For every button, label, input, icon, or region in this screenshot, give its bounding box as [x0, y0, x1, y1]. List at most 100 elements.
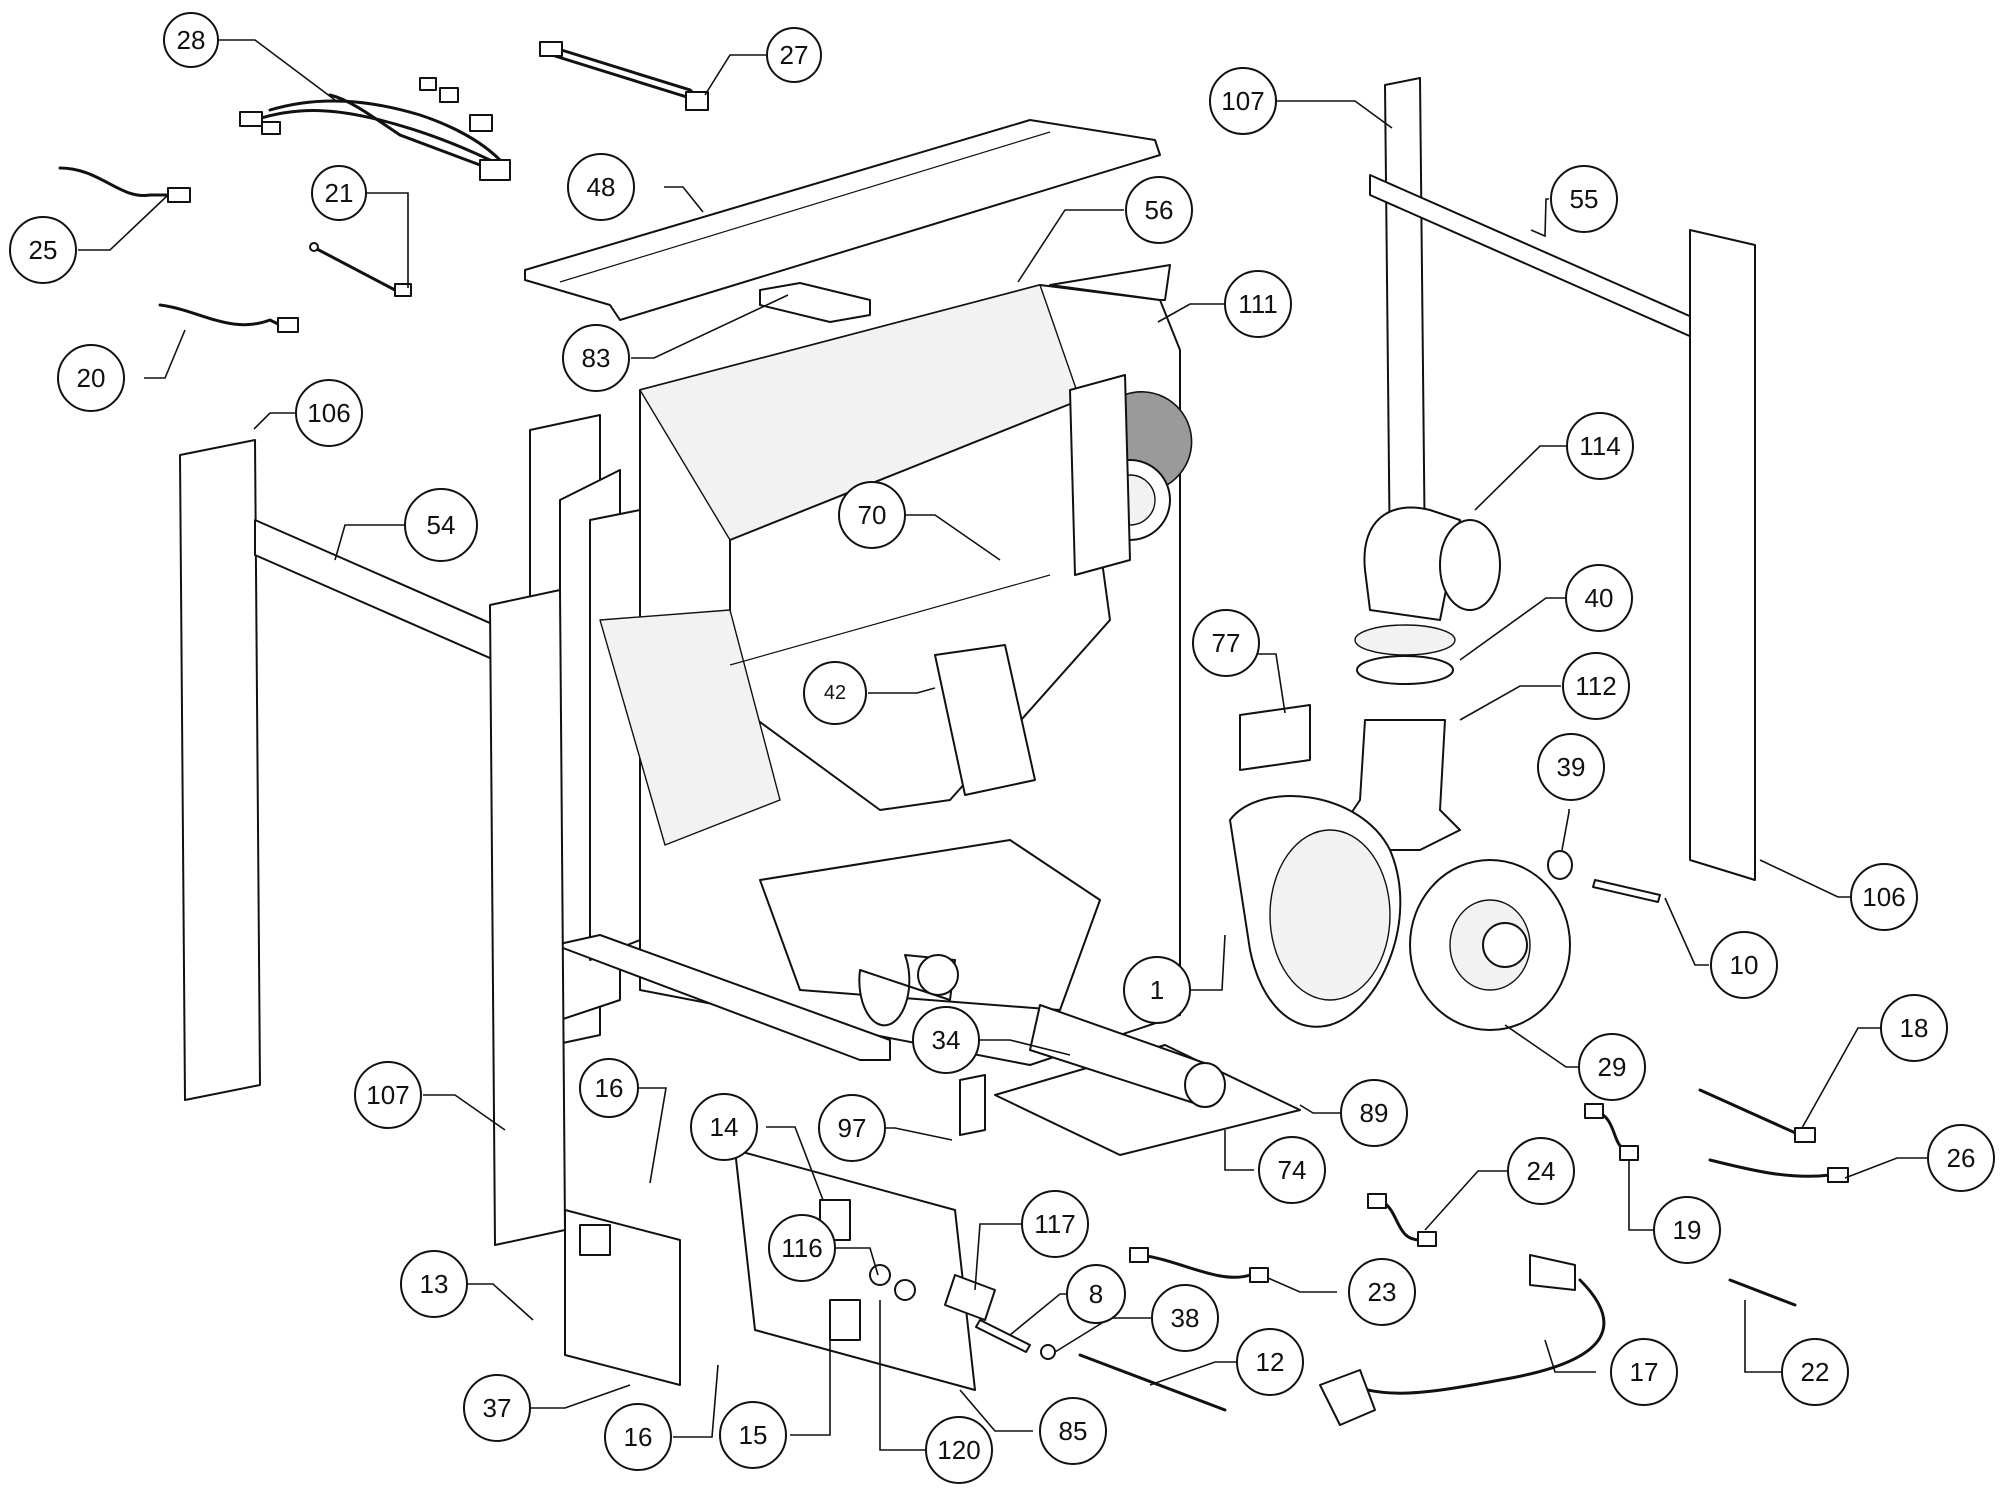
leader-20	[144, 329, 186, 379]
leader-38	[1054, 1317, 1157, 1353]
callout-83: 83	[562, 324, 630, 392]
callout-label: 120	[937, 1435, 980, 1465]
leader-12	[1149, 1361, 1239, 1386]
sensor-25	[58, 166, 191, 203]
callout-label: 34	[932, 1025, 961, 1055]
callout-12: 12	[1236, 1328, 1304, 1396]
leader-117	[974, 1223, 1022, 1291]
callout-77: 77	[1192, 609, 1260, 677]
leader-18	[1801, 1027, 1881, 1129]
callout-10: 10	[1710, 931, 1778, 999]
bracket-83	[759, 282, 871, 323]
callout-label: 13	[420, 1269, 449, 1299]
callout-label: 28	[177, 25, 206, 55]
callout-label: 107	[1221, 86, 1264, 116]
callout-97: 97	[818, 1094, 886, 1162]
callout-label: 112	[1575, 671, 1616, 701]
callout-19: 19	[1653, 1196, 1721, 1264]
callout-label: 74	[1278, 1155, 1307, 1185]
leader-14	[766, 1126, 824, 1201]
callout-25: 25	[9, 216, 77, 284]
callout-42: 42	[803, 661, 867, 725]
callout-label: 54	[427, 510, 456, 540]
callout-label: 23	[1368, 1277, 1397, 1307]
leader-8	[1009, 1293, 1076, 1336]
callout-17: 17	[1610, 1338, 1678, 1406]
callout-116: 116	[768, 1214, 836, 1282]
callout-48: 48	[567, 153, 635, 221]
wire-27	[539, 41, 709, 111]
ignition-module-42	[934, 644, 1036, 796]
leader-23	[1267, 1277, 1337, 1293]
leader-28	[218, 39, 336, 101]
nut-38	[1040, 1344, 1056, 1360]
callout-38: 38	[1151, 1284, 1219, 1352]
callout-114: 114	[1566, 412, 1634, 480]
callout-label: 106	[1862, 882, 1905, 912]
callout-label: 55	[1570, 184, 1599, 214]
callout-label: 15	[739, 1420, 768, 1450]
bracket-34	[959, 1074, 986, 1136]
leader-89	[1299, 1104, 1341, 1114]
leader-37	[530, 1384, 631, 1409]
callout-107-top: 107	[1209, 67, 1277, 135]
callout-label: 10	[1730, 950, 1759, 980]
leader-55	[1530, 198, 1549, 238]
callout-37: 37	[463, 1374, 531, 1442]
callout-label: 21	[325, 178, 354, 208]
callout-14: 14	[690, 1093, 758, 1161]
leader-17	[1544, 1339, 1596, 1373]
callout-label: 8	[1089, 1279, 1103, 1309]
leader-13	[461, 1283, 534, 1321]
leader-97	[884, 1127, 953, 1141]
callout-8: 8	[1066, 1264, 1126, 1324]
callout-85: 85	[1039, 1397, 1107, 1465]
callout-40: 40	[1565, 564, 1633, 632]
leader-24	[1424, 1170, 1509, 1231]
callout-label: 20	[77, 363, 106, 393]
callout-117: 117	[1021, 1190, 1089, 1258]
callout-label: 114	[1579, 431, 1620, 461]
leader-26	[1844, 1157, 1928, 1179]
callout-bubbles: 28 27 25 21 48 20 83 56 111 107 55 106 5…	[9, 12, 1995, 1484]
callout-label: 17	[1630, 1357, 1659, 1387]
leader-106-right	[1759, 859, 1851, 898]
upright-107-bottom	[489, 589, 566, 1246]
callout-label: 106	[307, 398, 350, 428]
callout-label: 111	[1238, 289, 1278, 319]
leader-107-top	[1276, 100, 1393, 129]
upright-107-top	[1384, 77, 1426, 571]
rod-10	[1592, 879, 1661, 903]
callout-label: 89	[1360, 1098, 1389, 1128]
leader-22	[1744, 1300, 1789, 1373]
callout-16-bottom: 16	[604, 1403, 672, 1471]
small-wires	[1129, 1088, 1849, 1307]
callout-label: 77	[1212, 628, 1241, 658]
callout-label: 16	[595, 1073, 624, 1103]
callout-111: 111	[1224, 270, 1292, 338]
callout-20: 20	[57, 344, 125, 412]
callout-34: 34	[912, 1006, 980, 1074]
leader-16-top	[638, 1087, 667, 1184]
leader-56	[1017, 209, 1124, 283]
flue-assembly	[1339, 506, 1501, 851]
callout-70: 70	[838, 481, 906, 549]
disc-39	[1547, 850, 1573, 880]
leader-27	[704, 54, 766, 96]
frame-panel-106-right	[1689, 229, 1756, 881]
callout-label: 26	[1947, 1143, 1976, 1173]
leader-1	[1190, 934, 1226, 991]
leader-19	[1628, 1160, 1653, 1231]
leader-lines	[78, 39, 1928, 1451]
callout-label: 25	[29, 235, 58, 265]
fuse-117	[944, 1274, 996, 1321]
callout-label: 107	[366, 1080, 409, 1110]
callout-74: 74	[1258, 1136, 1326, 1204]
callout-label: 48	[587, 172, 616, 202]
callout-15: 15	[719, 1401, 787, 1469]
callout-label: 97	[838, 1113, 867, 1143]
callout-label: 14	[710, 1112, 739, 1142]
leader-120	[879, 1300, 925, 1451]
callout-label: 56	[1145, 195, 1174, 225]
